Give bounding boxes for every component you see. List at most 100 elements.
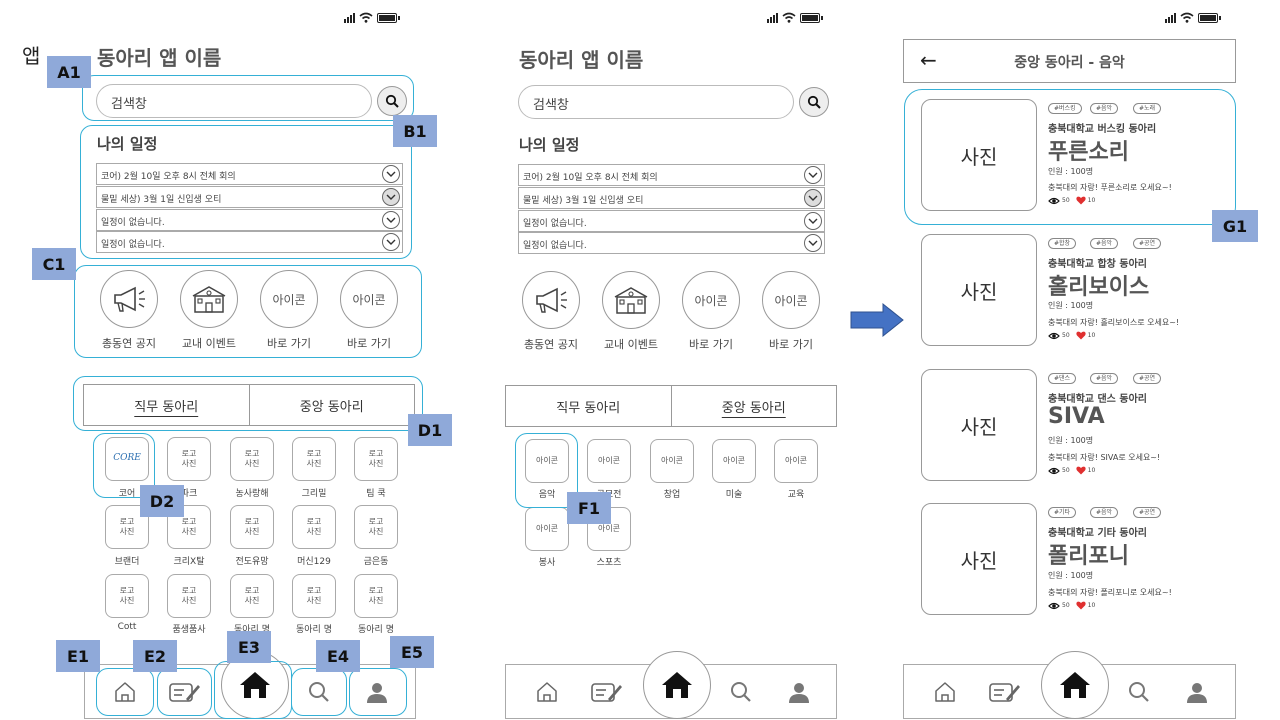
shortcut-button[interactable]: 아이콘 [260,270,318,328]
campus-event-button[interactable] [180,270,238,328]
nav-write[interactable] [985,676,1025,708]
nav-profile[interactable] [362,676,392,708]
category-icon[interactable]: 아이콘 [774,439,818,483]
hashtag-chip[interactable]: #댄스 [1048,373,1077,384]
nav-home[interactable] [1041,651,1109,719]
chevron-down-icon[interactable] [382,165,400,183]
nav-search[interactable] [726,676,756,708]
school-building-icon [192,286,226,313]
club-name: 푸른소리 [1048,140,1129,165]
search-button[interactable] [799,87,829,117]
back-button[interactable]: ← [920,48,937,72]
schedule-row[interactable]: 물밑 세상) 3월 1일 신입생 오티 [96,186,403,208]
schedule-title: 나의 일정 [519,136,580,154]
hashtag-chip[interactable]: #음악 [1090,238,1119,249]
club-name: 크리X탈 [173,557,205,567]
nav-home[interactable] [643,651,711,719]
user-icon [367,683,387,703]
schedule-row[interactable]: 일정이 없습니다. [518,232,825,254]
chevron-down-icon[interactable] [804,166,822,184]
hashtag-chip[interactable]: #기타 [1048,507,1077,518]
chevron-down-icon[interactable] [382,211,400,229]
tab-central-club[interactable]: 중앙 동아리 [670,386,837,426]
notice-button[interactable] [100,270,158,328]
nav-home-outline[interactable] [532,676,562,708]
megaphone-icon [536,287,567,313]
highlight-nav [291,668,347,716]
chevron-down-icon[interactable] [804,212,822,230]
hashtag-chip[interactable]: #음악 [1090,507,1119,518]
schedule-row[interactable]: 일정이 없습니다. [96,231,403,253]
app-title: 동아리 앱 이름 [97,46,222,70]
nav-write[interactable] [165,676,205,708]
shortcut-button[interactable]: 아이콘 [762,271,820,329]
chevron-down-icon[interactable] [804,189,822,207]
heart-icon[interactable] [1075,331,1086,340]
annotation-tag: E5 [390,636,434,668]
tab-job-club[interactable]: 직무 동아리 [134,399,199,415]
category-icon[interactable]: 아이콘 [712,439,756,483]
hashtag-chip[interactable]: #공연 [1133,238,1162,249]
nav-home-outline[interactable] [930,676,960,708]
hashtag-chip[interactable]: #버스킹 [1048,103,1082,114]
nav-profile[interactable] [784,676,814,708]
category-icon[interactable]: 아이콘 [525,439,569,483]
quick-icon-label: 바로 가기 [689,338,733,351]
annotation-tag: E4 [316,640,360,672]
annotation-tag: D1 [408,414,452,446]
schedule-row[interactable]: 코어) 2월 10일 오후 8시 전체 회의 [96,163,403,185]
search-input[interactable]: 검색창 [518,85,794,119]
hashtag-chip[interactable]: #음악 [1090,103,1119,114]
chevron-down-icon[interactable] [382,188,400,206]
hashtag-chip[interactable]: #합창 [1048,238,1077,249]
schedule-row[interactable]: 코어) 2월 10일 오후 8시 전체 회의 [518,164,825,186]
schedule-row[interactable]: 일정이 없습니다. [518,210,825,232]
hashtag-chip[interactable]: #음악 [1090,373,1119,384]
home-outline-icon [537,682,557,702]
hashtag-chip[interactable]: #노래 [1133,103,1162,114]
category-icon[interactable]: 아이콘 [587,439,631,483]
nav-home-outline[interactable] [110,676,140,708]
status-bar [344,12,400,23]
shortcut-button[interactable]: 아이콘 [340,270,398,328]
campus-event-button[interactable] [602,271,660,329]
hashtag-chip[interactable]: #공연 [1133,373,1162,384]
notice-button[interactable] [522,271,580,329]
nav-profile[interactable] [1182,676,1212,708]
category-icon[interactable]: 아이콘 [525,507,569,551]
nav-search[interactable] [1124,676,1154,708]
club-description: 충북대의 자랑! 푸른소리로 오세요~! [1048,183,1172,192]
nav-write[interactable] [587,676,627,708]
club-stats: 50 10 [1048,331,1095,340]
heart-icon[interactable] [1075,466,1086,475]
search-icon [1129,682,1149,702]
schedule-row[interactable]: 물밑 세상) 3월 1일 신입생 오티 [518,187,825,209]
category-icon[interactable]: 아이콘 [650,439,694,483]
category-label: 창업 [663,490,681,500]
hashtag-chip[interactable]: #공연 [1133,507,1162,518]
heart-icon[interactable] [1075,601,1086,610]
tab-job-club[interactable]: 직무 동아리 [556,400,621,416]
club-logo[interactable]: CORE [105,437,149,481]
search-input[interactable]: 검색창 [96,84,372,118]
shortcut-button[interactable]: 아이콘 [682,271,740,329]
chevron-down-icon[interactable] [804,234,822,252]
chevron-down-icon[interactable] [382,233,400,251]
heart-icon[interactable] [1075,196,1086,205]
schedule-row[interactable]: 일정이 없습니다. [96,209,403,231]
nav-search[interactable] [304,676,334,708]
tab-central-club[interactable]: 중앙 동아리 [248,385,415,425]
